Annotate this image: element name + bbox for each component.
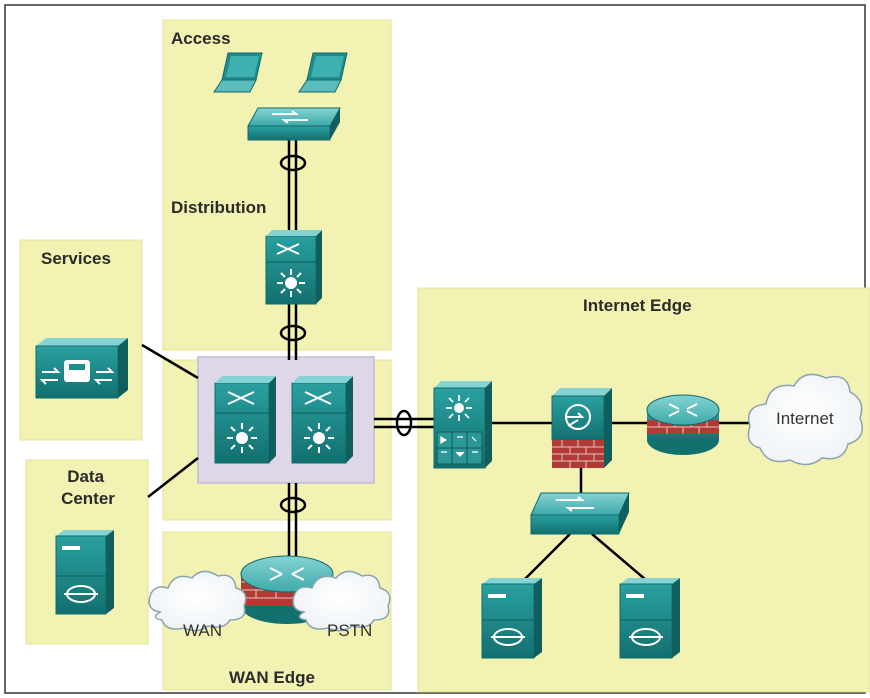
laptop-icon	[213, 52, 263, 93]
zone-label-distribution: Distribution	[171, 198, 266, 217]
router-icon	[646, 394, 720, 455]
access-switch-icon	[247, 107, 341, 141]
server-icon	[481, 578, 542, 659]
core-switch-icon	[214, 376, 276, 464]
pstn-cloud-icon	[292, 570, 391, 632]
server-icon	[55, 530, 114, 615]
zone-label-wan-edge: WAN Edge	[229, 668, 315, 687]
edge-switch-icon	[433, 381, 492, 469]
wan-cloud-label: WAN	[183, 621, 222, 640]
dmz-switch-icon	[530, 492, 630, 535]
internet-cloud-label: Internet	[776, 409, 834, 428]
etherchannel-icon	[279, 154, 413, 514]
internet-cloud-icon	[747, 373, 863, 466]
zone-label-services: Services	[41, 249, 111, 268]
distribution-switch-icon	[265, 230, 322, 305]
laptop-icon	[298, 52, 348, 93]
ip-phone-icon	[35, 338, 128, 399]
pstn-cloud-label: PSTN	[327, 621, 372, 640]
zone-label-data-center: Data Center	[61, 467, 115, 508]
links	[141, 138, 752, 581]
core-switch-icon	[291, 376, 353, 464]
zone-label-internet-edge: Internet Edge	[583, 296, 692, 315]
zone-label-access: Access	[171, 29, 231, 48]
server-icon	[619, 578, 680, 659]
wan-cloud-icon	[148, 570, 247, 632]
firewall-icon	[551, 388, 612, 468]
